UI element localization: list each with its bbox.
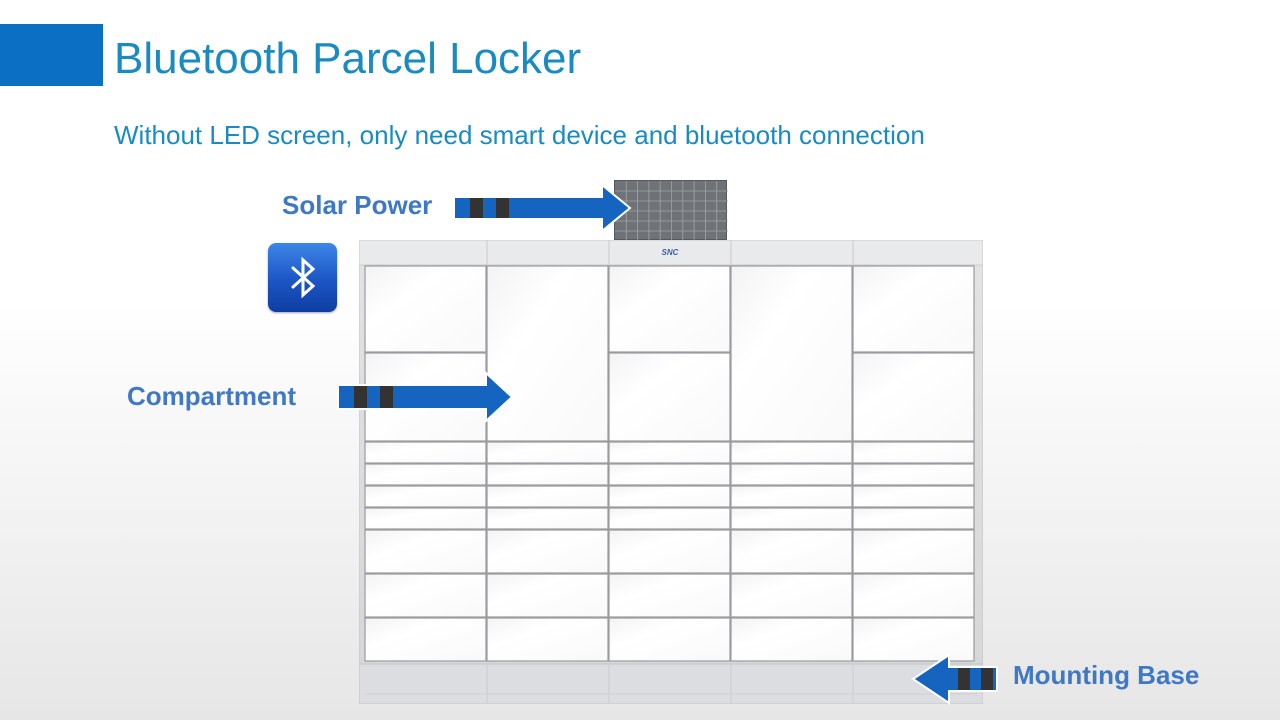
locker-compartment-door (730, 463, 853, 486)
locker-compartment-door (608, 441, 731, 464)
locker-compartment-door (486, 529, 609, 574)
locker-compartment-door (608, 529, 731, 574)
locker-compartment-door (608, 617, 731, 662)
solar-panel-grid (615, 181, 728, 241)
solar-panel (614, 180, 728, 241)
locker-compartment-door (730, 507, 853, 530)
locker-compartment-door (364, 507, 487, 530)
locker-compartment-door (730, 573, 853, 618)
locker-compartment-door (364, 485, 487, 508)
locker-compartment-door (608, 573, 731, 618)
locker-compartment-door (608, 485, 731, 508)
locker-compartment-door (730, 265, 853, 442)
solar-power-arrow-icon (453, 183, 632, 233)
slide-subtitle: Without LED screen, only need smart devi… (114, 120, 925, 150)
locker-compartment-door (852, 617, 975, 662)
locker-compartment-door (608, 463, 731, 486)
slide-title: Bluetooth Parcel Locker (114, 34, 582, 83)
locker-compartment-door (486, 265, 609, 442)
locker-compartment-door (730, 485, 853, 508)
locker-compartment-door (364, 573, 487, 618)
locker-compartment-door (364, 529, 487, 574)
compartment-label: Compartment (127, 381, 297, 411)
solar-power-label: Solar Power (282, 190, 433, 220)
mounting-base-arrow-icon (911, 653, 998, 705)
locker-compartment-door (730, 529, 853, 574)
locker-compartment-door (852, 529, 975, 574)
locker-compartment-door (364, 463, 487, 486)
locker-brand-logo: SNC (662, 248, 679, 257)
locker-compartment-door (852, 463, 975, 486)
locker-compartment-door (608, 507, 731, 530)
locker-compartment-door (852, 573, 975, 618)
bluetooth-icon (268, 243, 337, 312)
locker-compartment-door (486, 485, 609, 508)
locker-compartment-door (364, 265, 487, 353)
locker-compartment-door (730, 617, 853, 662)
mounting-base-label: Mounting Base (1013, 660, 1200, 690)
locker-compartment-door (852, 352, 975, 442)
locker-compartment-door (852, 441, 975, 464)
mounting-base (358, 663, 984, 705)
locker-compartment-door (608, 265, 731, 353)
locker-compartment-door (486, 617, 609, 662)
locker-compartment-door (852, 265, 975, 353)
title-accent-block (0, 24, 103, 86)
parcel-locker: SNC (358, 239, 984, 705)
compartment-arrow-icon (337, 371, 514, 423)
locker-compartment-door (852, 507, 975, 530)
locker-compartment-door (486, 441, 609, 464)
locker-compartment-door (852, 485, 975, 508)
locker-compartment-door (364, 617, 487, 662)
locker-compartment-door (486, 507, 609, 530)
locker-compartment-door (608, 352, 731, 442)
locker-compartment-door (730, 441, 853, 464)
locker-top-header (358, 239, 984, 266)
locker-compartment-door (486, 463, 609, 486)
locker-compartment-door (486, 573, 609, 618)
locker-compartment-door (364, 441, 487, 464)
